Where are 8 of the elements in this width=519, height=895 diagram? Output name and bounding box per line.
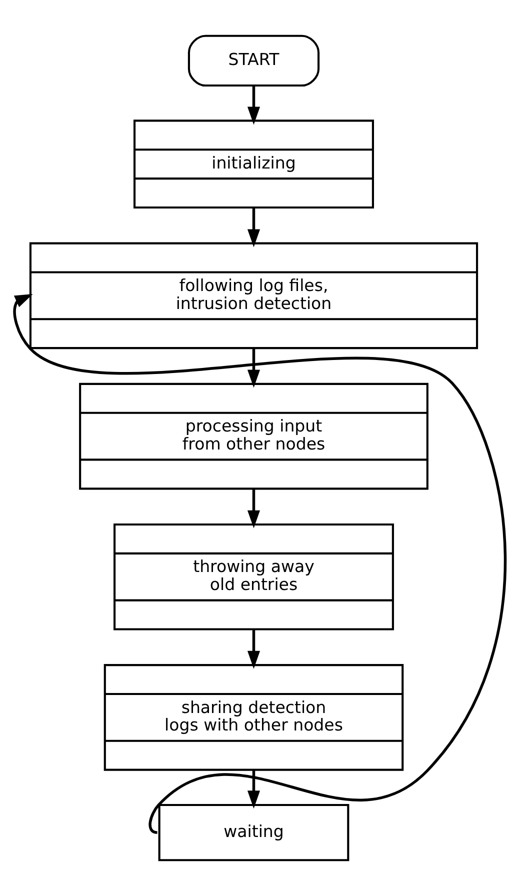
- arrow: [246, 348, 260, 388]
- arrow: [246, 207, 260, 247]
- node-box: START: [187, 34, 320, 86]
- arrow: [246, 85, 260, 124]
- arrow: [246, 770, 260, 808]
- arrow: [246, 629, 260, 668]
- node-box: waiting: [158, 803, 349, 861]
- arrow: [246, 488, 260, 528]
